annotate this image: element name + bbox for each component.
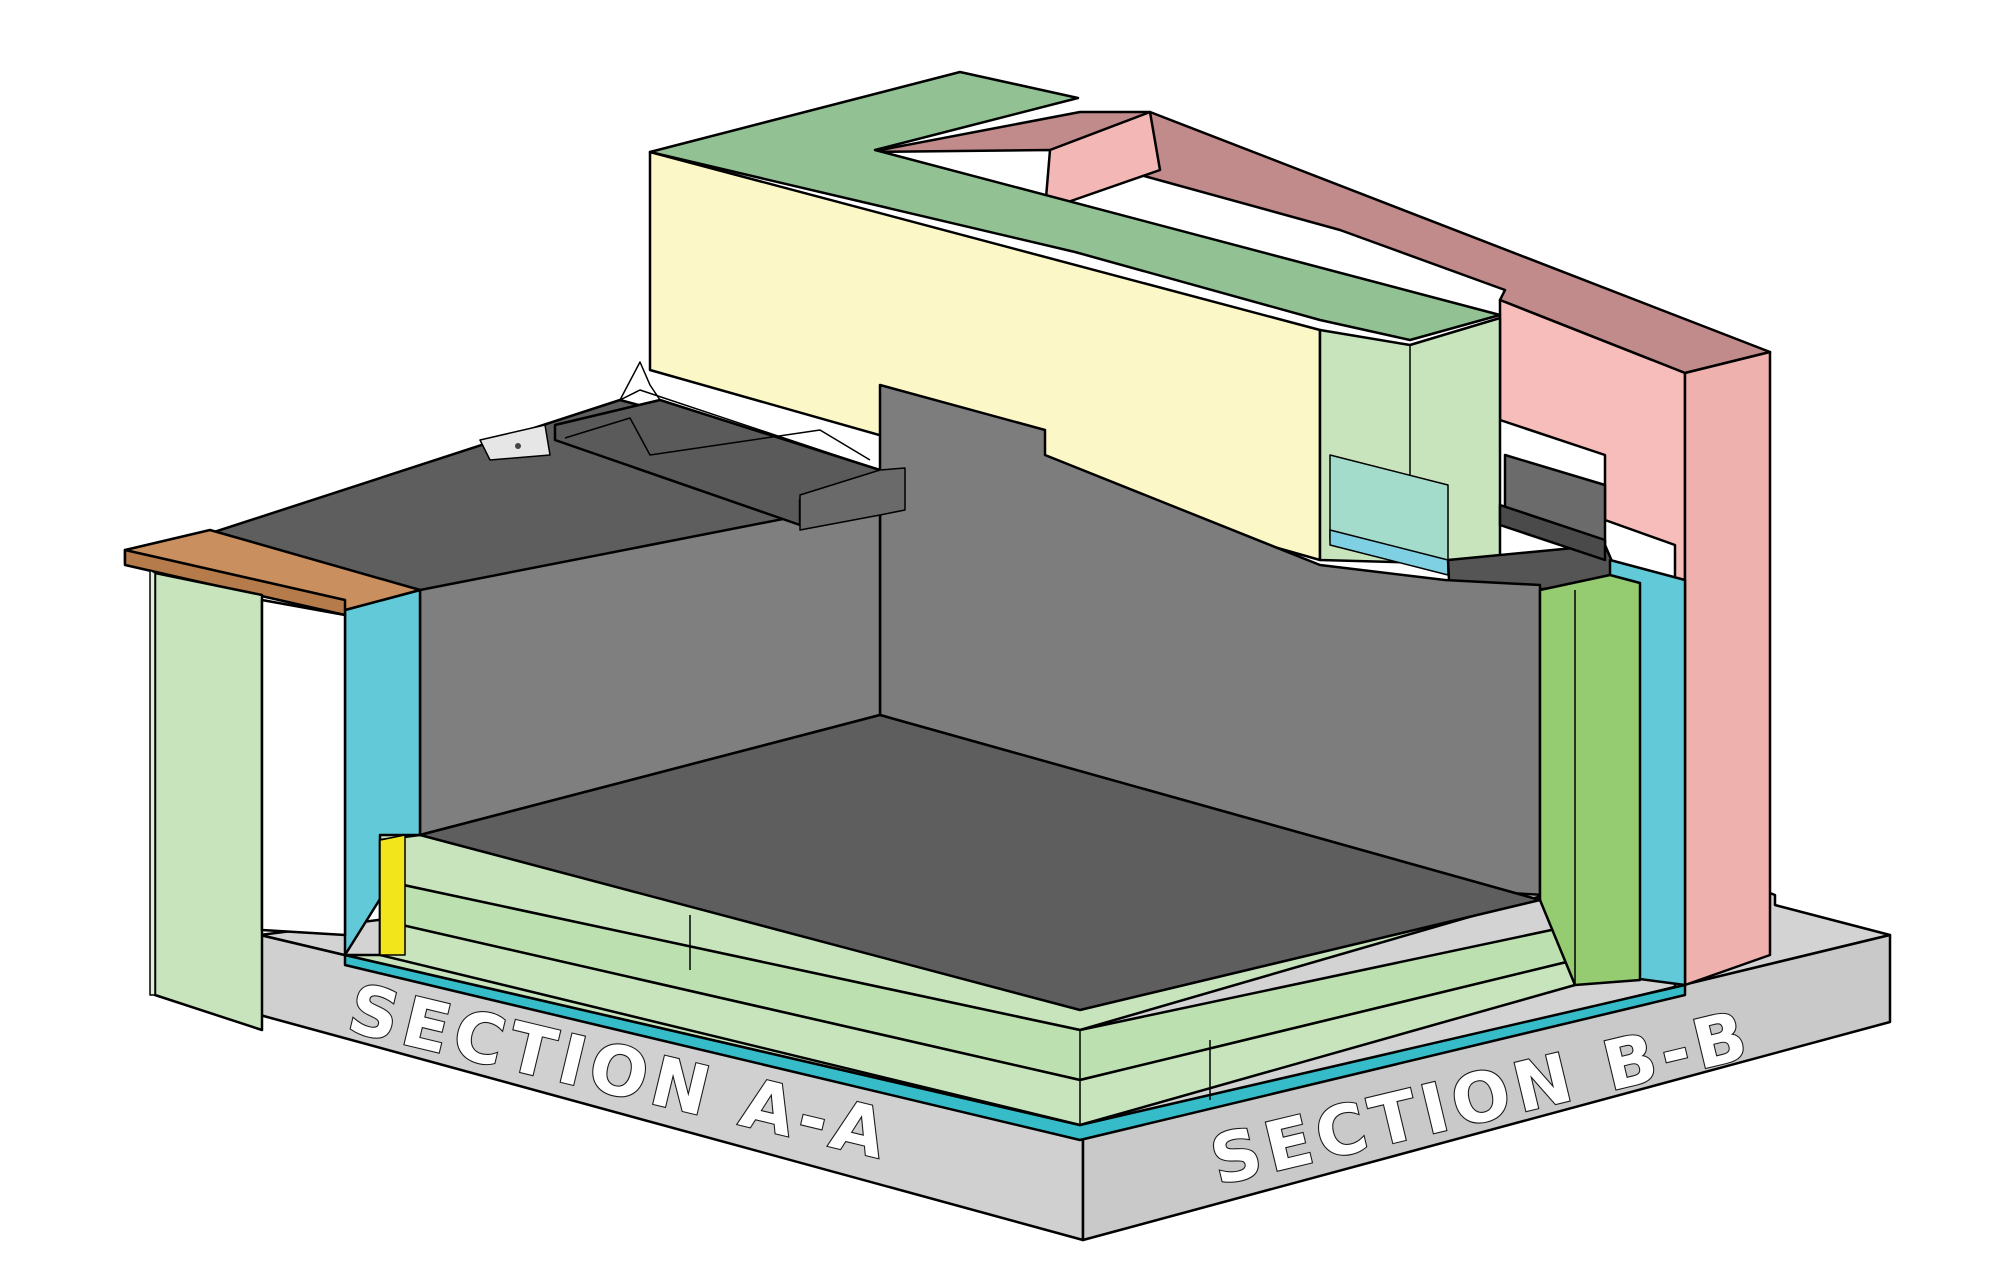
parapet-wall-thin xyxy=(149,569,156,996)
external-wall-side-face xyxy=(1683,350,1772,987)
flashing-left-bracket xyxy=(479,424,551,461)
roof-membrane-floor xyxy=(418,713,1542,1012)
roof-membrane-upper xyxy=(203,361,906,592)
coping-green-top xyxy=(648,70,1502,342)
insulation-yellow-strip xyxy=(379,834,406,956)
flashing-left-drip xyxy=(799,467,906,531)
coping-block xyxy=(648,70,1502,576)
external-wall-back-face xyxy=(1043,110,1162,212)
roof-membrane xyxy=(418,713,1542,1012)
parapet-white-gap xyxy=(260,598,347,937)
flashing-right-top xyxy=(1498,503,1607,562)
external-wall xyxy=(868,110,1772,992)
parapet-green-wall xyxy=(153,571,264,1032)
insulation-right-vertical xyxy=(1538,573,1642,987)
parapet-coping xyxy=(123,528,422,1032)
